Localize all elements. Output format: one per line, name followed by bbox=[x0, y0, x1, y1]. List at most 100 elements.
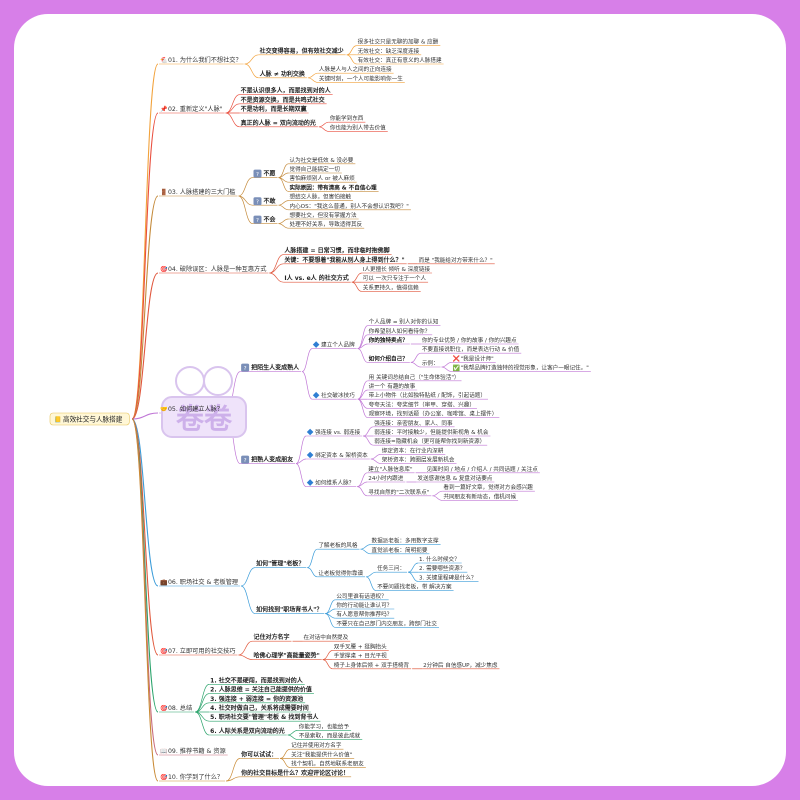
pin-icon: 📌 bbox=[160, 105, 168, 113]
mindmap-node: ✅"我帮品牌打造独特的视觉形象，让客户一眼记住。" bbox=[453, 364, 590, 372]
node-label: 在对话中自然提及 bbox=[303, 633, 348, 641]
mindmap-node: 见面时间 / 地点 / 介绍人 / 共同话题 / 关注点 bbox=[427, 465, 539, 473]
node-label: 1. 什么时候交？ bbox=[419, 555, 460, 563]
root-title: 高效社交与人脉搭建 bbox=[63, 414, 123, 423]
mindmap-node: 觉得自己能搞定一切 bbox=[289, 165, 340, 173]
node-label: 任务三问： bbox=[377, 564, 405, 572]
node-label: 有人愿意帮你推荐吗？ bbox=[336, 610, 392, 618]
mindmap-node: 你能学到东西 bbox=[330, 114, 364, 122]
section-node: 🎯08. 总结 bbox=[160, 704, 192, 712]
diamond-bullet-icon bbox=[306, 451, 314, 459]
mindmap-node: 真正的人脉 = 双向流动的光 bbox=[241, 119, 316, 127]
section-title: 09. 推荐书籍 & 资源 bbox=[168, 747, 226, 755]
mindmap-node: 示例： bbox=[422, 359, 439, 367]
node-label: 强连接 vs. 弱连接 bbox=[315, 428, 361, 436]
mindmap-node: 不要问题找老板，带 解决方案 bbox=[377, 583, 452, 591]
node-label: 让老板觉得你靠谱 bbox=[318, 569, 363, 577]
mindmap-node: ?不会 bbox=[253, 215, 276, 224]
node-label: 找个契机，自然地联系老朋友 bbox=[291, 760, 364, 768]
node-label: 建立"人脉信息库" bbox=[368, 465, 413, 473]
mindmap-node: 1. 社交不是硬闯，而是找到对的人 bbox=[210, 676, 304, 684]
mindmap-node: 让老板觉得你靠谱 bbox=[318, 569, 363, 577]
mindmap-node: 有效社交：真正有意义的人脉搭建 bbox=[358, 56, 442, 64]
node-label: 人脉是人与人之间的正向连接 bbox=[319, 65, 392, 73]
mindmap-node: 寻找自然的"二次联系点" bbox=[368, 488, 430, 496]
mindmap-node: 记住对方名字 bbox=[253, 633, 289, 641]
section-node: 🎯04. 破除误区：人脉是一种互惠方式 bbox=[160, 265, 266, 273]
question-tag-icon bbox=[253, 197, 262, 206]
node-label: 不要只在自己部门内交朋友，跨部门社交 bbox=[336, 619, 437, 627]
node-label: 人脉搭建 = 日常习惯，而非临时抱佛脚 bbox=[284, 247, 389, 255]
watermark-text: 卷卷 bbox=[176, 402, 233, 435]
node-label: 内心OS："我这么普通，别人不会想认识我吧？" bbox=[289, 202, 409, 210]
mindmap-node: 社交破冰技巧 bbox=[312, 391, 355, 399]
briefcase-icon: 💼 bbox=[160, 579, 168, 586]
mindmap-node: I人 vs. e人 的社交方式 bbox=[284, 274, 348, 282]
mindmap-node: ?把熟人变成朋友 bbox=[241, 455, 294, 464]
section-title: 05. 如何建立人脉？ bbox=[168, 405, 223, 413]
mindmap-canvas: 卷卷📒高效社交与人脉搭建🐔01. 为什么我们不想社交？社交变得容易，但有效社交减… bbox=[49, 38, 591, 782]
target-icon: 🎯 bbox=[160, 647, 168, 655]
section-node: 🚪03. 人脉搭建的三大门槛 bbox=[160, 188, 236, 196]
node-label: 数据派老板：多用数字支撑 bbox=[371, 537, 439, 545]
node-label: 示例： bbox=[422, 359, 439, 367]
mindmap-node: 人脉 ≠ 功利交换 bbox=[260, 70, 306, 78]
mindmap-node: 1. 什么时候交？ bbox=[419, 555, 460, 563]
node-label: 3. 关键里程碑是什么？ bbox=[419, 573, 476, 581]
mindmap-node: 数据派老板：多用数字支撑 bbox=[371, 537, 439, 545]
node-label: 双手叉腰 + 挺胸抬头 bbox=[334, 642, 387, 650]
mindmap-node: 架桥资本：跨圈层发展新机会 bbox=[382, 456, 455, 464]
node-label: 5. 职场社交要"管理"老板 & 找到背书人 bbox=[210, 713, 319, 721]
node-label: 手掌撑桌 + 目光平视 bbox=[334, 652, 387, 660]
node-label: 你可以试试： bbox=[240, 750, 277, 758]
mindmap-node: 建立个人品牌 bbox=[312, 341, 355, 349]
node-label: 不是资源交换，而是共鸣式社交 bbox=[241, 96, 325, 104]
node-label: 3. 强连接 + 弱连接 = 你的资源池 bbox=[210, 695, 303, 703]
node-label: 直觉派老板：简明扼要 bbox=[371, 546, 427, 554]
mindmap-node: 你可以试试： bbox=[240, 750, 277, 758]
question-tag-icon bbox=[241, 455, 250, 464]
node-label: 哈佛心理学"高能量姿势" bbox=[253, 652, 319, 660]
node-label: 用 关键词总结自己（"生命体验活"） bbox=[369, 373, 460, 381]
node-label: 你的社交目标是什么？欢迎评论区讨论！ bbox=[240, 769, 349, 777]
mindmap-node: 弱连接=隐藏机会（更可能帮你找到新资源） bbox=[374, 437, 485, 445]
node-labels: 📒高效社交与人脉搭建🐔01. 为什么我们不想社交？社交变得容易，但有效社交减少很… bbox=[49, 38, 590, 781]
mindmap-node: 如何"管理"老板？ bbox=[256, 560, 304, 568]
mindmap-node: 找个契机，自然地联系老朋友 bbox=[291, 760, 364, 768]
node-label: 共同朋友有新动态，借机问候 bbox=[443, 492, 516, 500]
node-label: 见面时间 / 地点 / 介绍人 / 共同话题 / 关注点 bbox=[427, 465, 539, 473]
mindmap-node: 2分钟后 自信感UP，减少焦虑 bbox=[423, 661, 498, 669]
mindmap-node: 认为社交是低效 & 没必要 bbox=[289, 156, 353, 164]
mindmap-node: 社交变得容易，但有效社交减少 bbox=[259, 47, 344, 55]
node-label: 觉得自己能搞定一切 bbox=[289, 165, 340, 173]
node-label: "我帮品牌打造独特的视觉形象，让客户一眼记住。" bbox=[461, 364, 590, 372]
node-label: 2. 人脉思维 = 关注自己能提供的价值 bbox=[210, 686, 312, 694]
node-label: 强连接：亲密朋友、家人、同事 bbox=[374, 419, 453, 427]
node-label: 处理不好关系，导致适得其反 bbox=[289, 220, 362, 228]
mindmap-node: 3. 强连接 + 弱连接 = 你的资源池 bbox=[210, 695, 303, 703]
node-label: 记住并使用对方名字 bbox=[291, 741, 342, 749]
mindmap-node: 绑定资本 & 架桥资本 bbox=[306, 451, 368, 459]
node-label: 6. 人际关系是双向流动的光 bbox=[210, 727, 285, 735]
node-label: 而是 "我能给对方带来什么？" bbox=[419, 256, 493, 264]
node-label: 社交破冰技巧 bbox=[321, 391, 355, 399]
node-label: 你的独特卖点？ bbox=[368, 336, 408, 344]
node-label: 讲一个 有趣的故事 bbox=[369, 382, 416, 390]
node-label: 无效社交：缺乏深度连接 bbox=[358, 47, 420, 55]
node-label: 认为社交是低效 & 没必要 bbox=[289, 156, 353, 164]
node-label: 不要问题找老板，带 解决方案 bbox=[377, 583, 452, 591]
mindmap-node: 直觉派老板：简明扼要 bbox=[371, 546, 427, 554]
mindmap-node: 用 关键词总结自己（"生命体验活"） bbox=[369, 373, 460, 381]
mindmap-node: 了解老板的风格 bbox=[318, 541, 358, 549]
node-label: 观察环境，找到话题（办公室、咖啡馆、桌上摆件） bbox=[369, 410, 498, 418]
node-label: I人 vs. e人 的社交方式 bbox=[284, 274, 348, 282]
question-tag-icon bbox=[253, 215, 262, 224]
mindmap-node: 处理不好关系，导致适得其反 bbox=[289, 220, 362, 228]
node-label: 关键：不要想着"我能从别人身上得到什么？" bbox=[284, 256, 404, 264]
node-label: 关注"我能提供什么价值" bbox=[291, 750, 353, 758]
mindmap-node: 你的行动能让谁认可？ bbox=[336, 601, 392, 609]
mindmap-node: 如何维系人脉？ bbox=[306, 479, 354, 487]
node-label: 弱连接：平时接触少，但能提供新视角 & 机会 bbox=[374, 428, 489, 436]
node-label: 公司里谁有话语权？ bbox=[336, 592, 386, 600]
mindmap-node: 手掌撑桌 + 目光平视 bbox=[334, 652, 387, 660]
